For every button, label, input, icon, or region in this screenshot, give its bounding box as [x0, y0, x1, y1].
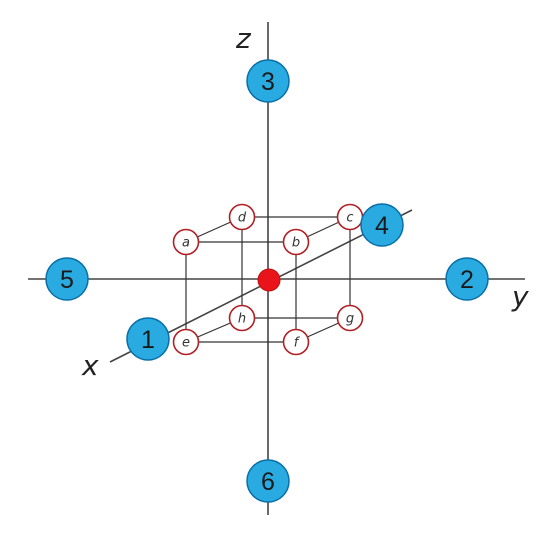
site-5-circle	[45, 257, 89, 301]
site-6: 6	[246, 459, 290, 503]
site-5-label: 5	[60, 266, 74, 294]
axis-sites: 1 2 3 4 5 6	[45, 59, 489, 503]
site-1-circle	[126, 317, 170, 361]
vertex-h-label: h	[238, 312, 246, 327]
site-3-label: 3	[261, 68, 275, 96]
vertex-c-label: c	[346, 211, 353, 226]
axis-label-z: z	[235, 22, 252, 55]
site-5: 5	[45, 257, 89, 301]
site-3: 3	[246, 59, 290, 103]
vertex-a-label: a	[182, 236, 190, 251]
vertex-h-circle	[228, 304, 256, 332]
vertex-b: b	[282, 228, 310, 256]
vertex-d-circle	[228, 203, 256, 231]
site-1: 1	[126, 317, 170, 361]
vertex-h: h	[228, 304, 256, 332]
vertex-g-label: g	[346, 312, 354, 327]
vertex-e-circle	[172, 328, 200, 356]
site-2-label: 2	[460, 266, 474, 294]
site-6-circle	[246, 459, 290, 503]
vertex-f-circle	[282, 328, 310, 356]
vertex-f-label: f	[294, 336, 301, 351]
site-4-circle	[360, 203, 404, 247]
vertex-c: c	[336, 203, 364, 231]
site-2: 2	[445, 257, 489, 301]
vertex-d-label: d	[238, 211, 247, 226]
center-atom-icon	[257, 268, 281, 292]
vertex-d: d	[228, 203, 256, 231]
site-2-circle	[445, 257, 489, 301]
vertex-b-circle	[282, 228, 310, 256]
vertex-g: g	[336, 304, 364, 332]
axis-label-x: x	[81, 349, 99, 382]
site-6-label: 6	[261, 468, 275, 496]
vertex-e: e	[172, 328, 200, 356]
vertex-g-circle	[336, 304, 364, 332]
vertex-e-label: e	[182, 336, 190, 351]
vertex-f: f	[282, 328, 310, 356]
vertex-a-circle	[172, 228, 200, 256]
site-4-label: 4	[375, 212, 389, 240]
cube-vertices: a b c d e f g h	[172, 203, 364, 356]
site-1-label: 1	[141, 326, 155, 354]
axis-label-y: y	[511, 280, 529, 313]
vertex-b-label: b	[292, 236, 300, 251]
site-3-circle	[246, 59, 290, 103]
vertex-a: a	[172, 228, 200, 256]
site-4: 4	[360, 203, 404, 247]
